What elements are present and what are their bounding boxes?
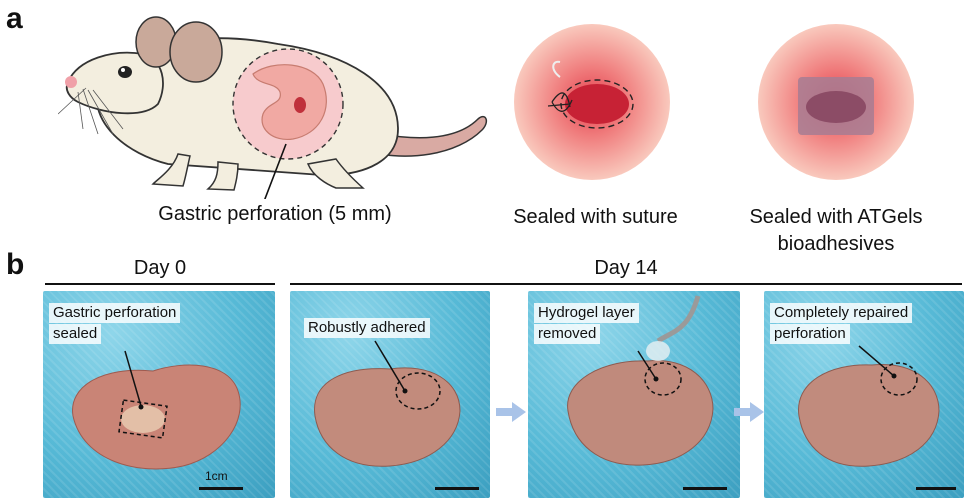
mouse-illustration (58, 16, 488, 199)
panel-letter-b: b (6, 248, 25, 281)
caption-gastric-perforation: Gastric perforation (5 mm) (158, 203, 392, 225)
scale-text: 1cm (205, 469, 228, 483)
photo3-label-line1: Hydrogel layer (534, 303, 639, 323)
day0-header: Day 0 (133, 257, 187, 279)
photo-day14-adhered: Robustly adhered (290, 291, 490, 498)
photo3-label-line2: removed (534, 324, 601, 344)
arrow-right-icon (496, 402, 526, 422)
day0-rule (45, 283, 275, 285)
photo4-label-line2: perforation (770, 324, 850, 344)
scale-bar (199, 487, 243, 490)
photo-day0: Gastric perforation sealed 1cm (43, 291, 275, 498)
scale-bar (916, 487, 956, 490)
panel-letter-a: a (6, 2, 23, 35)
scale-bar (435, 487, 479, 490)
photo4-label-line1: Completely repaired (770, 303, 913, 323)
day14-rule (290, 283, 962, 285)
photo1-label-line1: Gastric perforation (49, 303, 181, 323)
scale-bar (683, 487, 727, 490)
day14-header: Day 14 (594, 257, 658, 279)
photo2-label: Robustly adhered (304, 318, 430, 338)
photo-day14-repaired: Completely repaired perforation (764, 291, 964, 498)
atgels-illustration (758, 24, 914, 180)
caption-sealed-suture: Sealed with suture (513, 206, 678, 228)
suture-illustration (514, 24, 670, 180)
arrow-right-icon (734, 402, 764, 422)
photo1-label-line2: sealed (49, 324, 102, 344)
caption-sealed-atgels-line2: bioadhesives (777, 233, 895, 255)
caption-sealed-atgels-line1: Sealed with ATGels (749, 206, 923, 228)
photo-day14-removed: Hydrogel layer removed (528, 291, 740, 498)
